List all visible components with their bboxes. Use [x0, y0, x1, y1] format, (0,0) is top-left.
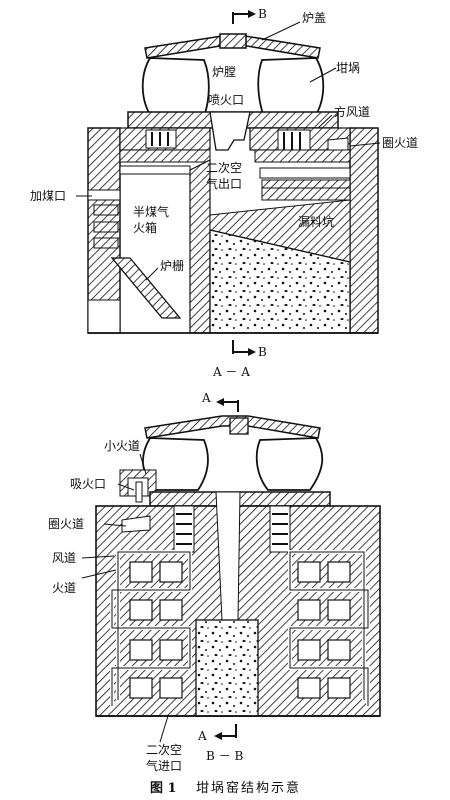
figure-caption: 图 1 坩埚窑结构示意 — [150, 780, 301, 796]
cut-mark-a-top: A — [201, 391, 239, 412]
crucible-body-bb — [142, 437, 324, 491]
cut-mark-b-top: B — [232, 7, 267, 24]
section-label-bb: B － B — [206, 749, 243, 763]
small-flue — [119, 469, 157, 503]
furnace-grate — [110, 257, 182, 319]
label-secondary-air-outlet-1: 二次空 — [206, 161, 242, 175]
label-leak-pit: 漏料坑 — [298, 214, 334, 229]
caption-number: 图 1 — [150, 781, 177, 796]
label-air-duct: 风道 — [52, 551, 76, 565]
grille-right-bb — [269, 505, 291, 553]
cut-mark-b-top-label: B — [258, 7, 267, 21]
label-square-duct: 方风道 — [334, 104, 370, 119]
label-secondary-air-outlet-2: 气出口 — [206, 176, 242, 191]
label-secondary-air-inlet-2: 气进口 — [146, 758, 182, 773]
leader-lines-aa — [76, 21, 381, 281]
view-a-a: B — [30, 7, 418, 379]
flue-windows-right — [297, 561, 351, 699]
label-grate: 炉栅 — [160, 258, 184, 273]
furnace-lid — [144, 33, 321, 59]
grille-left-bb — [173, 505, 195, 553]
caption-text: 坩埚窑结构示意 — [196, 780, 301, 796]
furnace-body-aa — [87, 111, 379, 334]
label-coal-inlet: 加煤口 — [30, 189, 66, 203]
furnace-body-bb — [95, 491, 381, 717]
label-small-flue: 小火道 — [104, 439, 140, 453]
label-lid: 炉盖 — [302, 11, 326, 25]
label-secondary-air-inlet-1: 二次空 — [146, 743, 182, 757]
cut-mark-b-bottom: B — [232, 340, 267, 359]
square-duct-grille-left — [145, 129, 177, 149]
label-flue: 火道 — [52, 581, 76, 595]
label-gasifier-1: 半煤气 — [133, 204, 169, 219]
flue-windows-left — [129, 561, 183, 699]
cut-mark-b-bottom-label: B — [258, 345, 267, 359]
leader-lines-bb — [81, 453, 169, 743]
label-gasifier-2: 火箱 — [133, 220, 157, 235]
cut-mark-a-top-label: A — [201, 391, 211, 405]
label-crucible: 坩埚 — [336, 61, 360, 75]
label-ring-flue-aa: 圈火道 — [382, 136, 418, 150]
cut-mark-a-bottom: A — [197, 724, 237, 743]
view-b-b: A — [48, 391, 381, 773]
label-nozzle: 喷火口 — [208, 93, 244, 107]
label-suction-port: 吸火口 — [70, 477, 106, 491]
label-chamber: 炉膛 — [212, 65, 236, 79]
section-label-aa: A － A — [212, 365, 250, 379]
furnace-lid-bb — [144, 415, 321, 439]
cut-mark-a-bottom-label: A — [197, 729, 207, 743]
label-ring-flue-bb: 圈火道 — [48, 517, 84, 531]
